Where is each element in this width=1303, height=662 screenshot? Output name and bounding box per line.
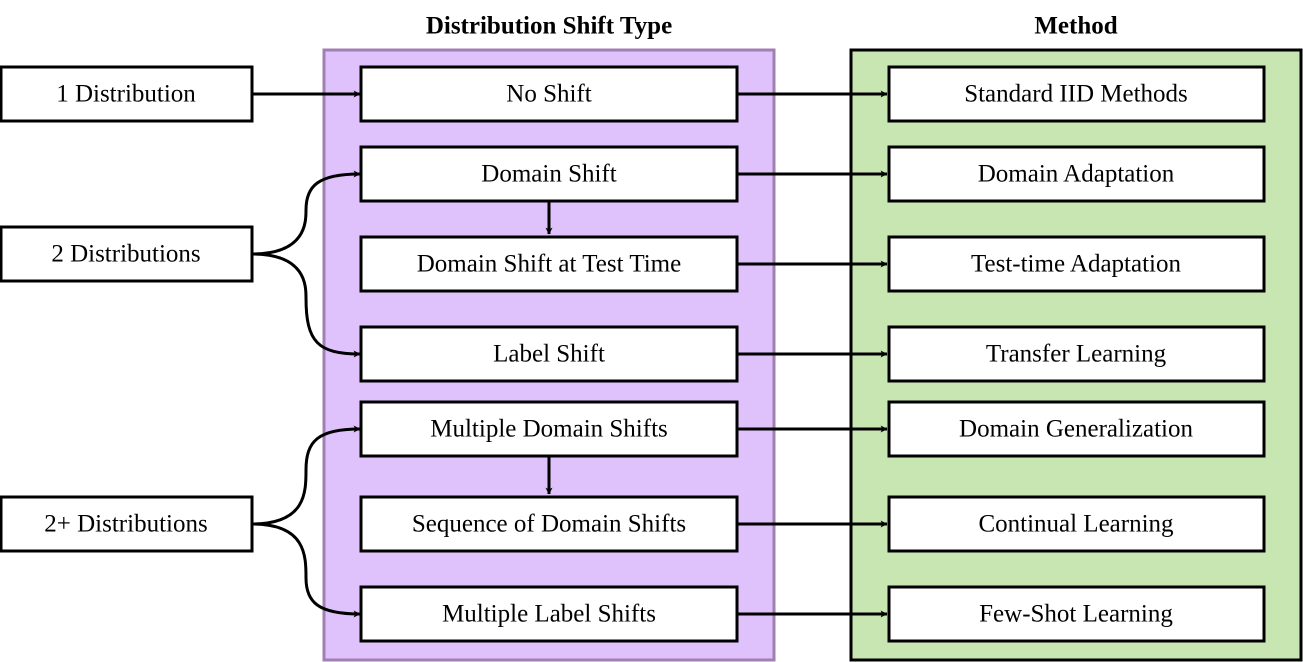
shift-node-sequence-domain-shifts: Sequence of Domain Shifts (359, 495, 739, 553)
method-label-few-shot-learning: Few-Shot Learning (979, 601, 1173, 628)
source-label-one: 1 Distribution (56, 81, 196, 108)
shift-label-label-shift: Label Shift (493, 341, 605, 368)
shift-node-no-shift: No Shift (359, 65, 739, 123)
edges (251, 90, 888, 618)
method-node-transfer-learning: Transfer Learning (887, 325, 1266, 383)
shift-node-domain-shift-test-time: Domain Shift at Test Time (359, 235, 739, 293)
shift-node-domain-shift: Domain Shift (359, 145, 739, 203)
edge-many-to-multiple-label-shifts (251, 522, 361, 618)
source-label-two: 2 Distributions (51, 241, 200, 268)
shift-type-heading: Distribution Shift Type (426, 13, 672, 40)
shift-node-label-shift: Label Shift (359, 325, 739, 383)
source-node-two-distributions: 2 Distributions (0, 225, 254, 283)
shift-node-multiple-label-shifts: Multiple Label Shifts (359, 585, 739, 643)
method-label-continual-learning: Continual Learning (978, 511, 1174, 538)
edge-two-to-label-shift (251, 252, 361, 358)
shift-label-multiple-domain-shifts: Multiple Domain Shifts (430, 416, 668, 443)
shift-label-domain-shift-test-time: Domain Shift at Test Time (417, 251, 681, 278)
shift-label-no-shift: No Shift (506, 81, 591, 108)
method-node-few-shot-learning: Few-Shot Learning (887, 585, 1266, 643)
method-label-test-time-adaptation: Test-time Adaptation (971, 251, 1182, 278)
method-node-domain-adaptation: Domain Adaptation (887, 145, 1266, 203)
shift-label-domain-shift: Domain Shift (481, 161, 616, 188)
method-node-standard-iid: Standard IID Methods (887, 65, 1266, 123)
shift-node-multiple-domain-shifts: Multiple Domain Shifts (359, 400, 739, 458)
method-heading: Method (1034, 13, 1117, 40)
method-node-continual-learning: Continual Learning (887, 495, 1266, 553)
source-node-one-distribution: 1 Distribution (0, 65, 254, 123)
source-label-many: 2+ Distributions (44, 511, 207, 538)
method-node-domain-generalization: Domain Generalization (887, 400, 1266, 458)
shift-label-multiple-label-shifts: Multiple Label Shifts (442, 601, 656, 628)
method-node-test-time-adaptation: Test-time Adaptation (887, 235, 1266, 293)
method-label-domain-adaptation: Domain Adaptation (978, 161, 1175, 188)
shift-label-sequence-domain-shifts: Sequence of Domain Shifts (412, 511, 686, 538)
method-label-standard-iid: Standard IID Methods (964, 81, 1188, 108)
edge-many-to-multiple-domain-shifts (251, 425, 361, 526)
method-label-domain-generalization: Domain Generalization (959, 416, 1193, 443)
source-node-many-distributions: 2+ Distributions (0, 495, 254, 553)
method-label-transfer-learning: Transfer Learning (986, 341, 1167, 368)
edge-two-to-domain-shift (251, 170, 361, 256)
